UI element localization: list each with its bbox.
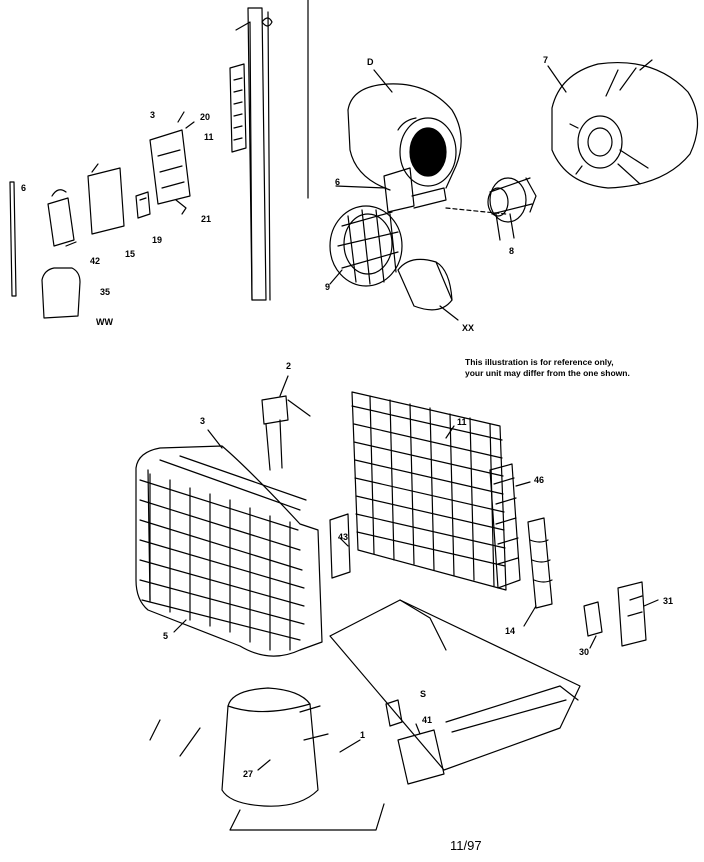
callout-7: 7 <box>543 55 549 65</box>
callout-19: 19 <box>152 235 163 245</box>
callout-27: 27 <box>243 769 254 779</box>
valve-30-31 <box>583 581 647 647</box>
cover-35 <box>41 267 81 319</box>
callout-41: 41 <box>422 715 433 725</box>
fitting-S-41 <box>385 699 445 785</box>
reference-note-line-2: your unit may differ from the one shown. <box>465 368 630 378</box>
compressor-27 <box>149 687 385 831</box>
leader-lines-bottom <box>173 375 659 771</box>
callout-42: 42 <box>90 256 101 266</box>
terminal-strip-20 <box>229 63 247 153</box>
callout-6-fan: 6 <box>335 177 341 187</box>
callout-21: 21 <box>201 214 212 224</box>
callout-D: D <box>367 57 374 67</box>
coil-cabinet-5 <box>135 445 323 657</box>
callout-8: 8 <box>509 246 515 256</box>
date-code: 11/97 <box>450 838 482 853</box>
reference-note: This illustration is for reference only,… <box>465 357 630 379</box>
callout-WW: WW <box>96 317 113 327</box>
coil-header-46 <box>489 463 521 589</box>
rod-6-left <box>9 181 17 297</box>
callout-31: 31 <box>663 596 674 606</box>
contactor-21 <box>149 111 195 215</box>
callout-1: 1 <box>360 730 366 740</box>
callout-3: 3 <box>200 416 206 426</box>
callout-11: 11 <box>457 417 467 427</box>
blower-motor-8 <box>487 177 537 241</box>
leader-lines-top <box>329 65 567 321</box>
motor-mount-6 <box>383 167 447 213</box>
callout-20: 20 <box>200 112 211 122</box>
callout-15: 15 <box>125 249 136 259</box>
callout-5: 5 <box>163 631 169 641</box>
callout-6-left: 6 <box>21 183 27 193</box>
capacitor-42 <box>47 189 77 247</box>
callout-9: 9 <box>325 282 331 292</box>
blower-wheel-9 <box>329 205 403 287</box>
callout-11-small: 11 <box>204 132 214 142</box>
bracket-43 <box>329 513 351 579</box>
relay-19 <box>135 191 151 219</box>
callout-35: 35 <box>100 287 111 297</box>
drier-14 <box>527 517 553 609</box>
callout-S: S <box>420 689 427 699</box>
blower-housing-D <box>347 83 462 191</box>
callout-30: 30 <box>579 647 590 657</box>
base-pan <box>329 599 581 771</box>
reference-note-line-1: This illustration is for reference only, <box>465 357 614 367</box>
callout-43: 43 <box>338 532 349 542</box>
side-panel <box>235 7 273 301</box>
fan-motor-2 <box>261 395 311 471</box>
callout-46: 46 <box>534 475 545 485</box>
board-15 <box>87 163 125 235</box>
callout-3-top: 3 <box>150 110 156 120</box>
callout-14: 14 <box>505 626 516 636</box>
condenser-coil-11 <box>351 391 507 591</box>
sleeve-XX <box>397 258 453 311</box>
callout-2: 2 <box>286 361 292 371</box>
mounting-ring-7 <box>551 59 699 189</box>
callout-XX: XX <box>462 323 475 333</box>
